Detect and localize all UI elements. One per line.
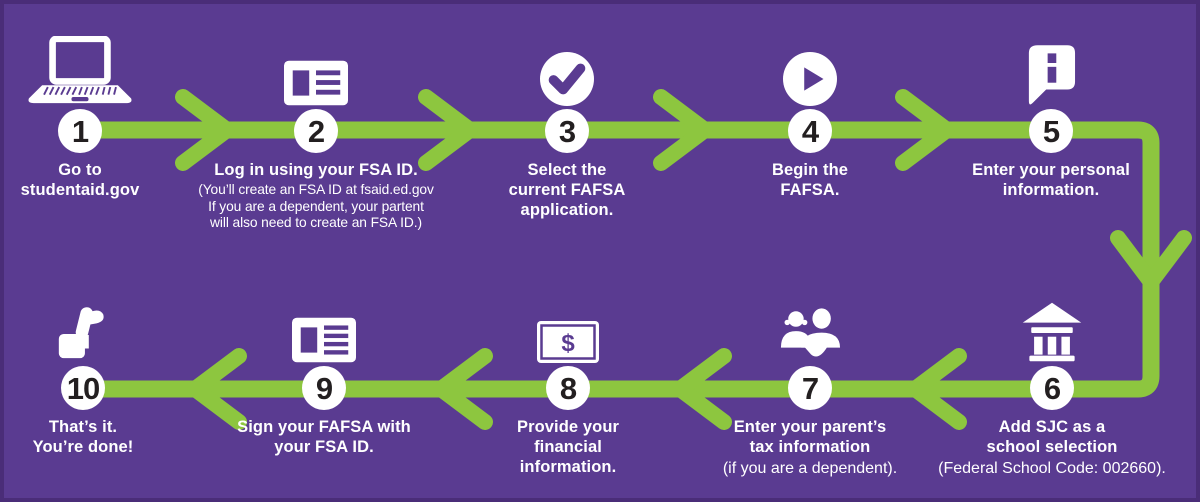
step-sublabel: (You’ll create an FSA ID at fsaid.ed.gov… — [198, 182, 434, 230]
arrow-chevron-left — [672, 348, 732, 430]
step-number: 10 — [61, 366, 105, 410]
step-9: 9 Sign your FAFSA with your FSA ID. — [184, 288, 464, 457]
flow-path — [80, 121, 1160, 398]
arrow-chevron-right — [895, 89, 955, 171]
step-1: 1 Go to studentaid.gov — [0, 26, 220, 200]
dollar-glyph: $ — [561, 330, 575, 357]
step-5: 5 Enter your personal information. — [911, 26, 1191, 200]
step-3: 3 Select the current FAFSA application. — [427, 26, 707, 220]
arrow-chevron-left — [907, 348, 967, 430]
arrow-chevron-left — [187, 348, 247, 430]
step-number: 5 — [1029, 109, 1073, 153]
step-label: Add SJC as a school selection — [986, 418, 1118, 456]
arrow-chevron-down — [1110, 230, 1192, 290]
info-bubble-icon — [1028, 45, 1076, 105]
laptop-icon — [28, 36, 132, 104]
step-number: 8 — [546, 366, 590, 410]
step-10: 10 That’s it. You’re done! — [0, 288, 223, 457]
step-number: 1 — [58, 109, 102, 153]
step-label: Select the current FAFSA application. — [508, 161, 626, 219]
arrow-chevron-right — [653, 89, 713, 171]
step-2: 2 Log in using your FSA ID. (You’ll crea… — [176, 26, 456, 232]
step-number: 7 — [788, 366, 832, 410]
arrow-chevron-right — [418, 89, 478, 171]
step-number: 3 — [545, 109, 589, 153]
arrow-chevron-right — [175, 89, 235, 171]
parents-icon — [780, 308, 841, 357]
step-number: 9 — [302, 366, 346, 410]
step-4: 4 Begin the FAFSA. — [670, 26, 950, 200]
step-number: 4 — [788, 109, 832, 153]
step-7: 7 Enter your parent’s tax information (i… — [670, 288, 950, 478]
step-6: 6 Add SJC as a school selection (Federal… — [912, 288, 1192, 478]
step-label: Go to studentaid.gov — [20, 161, 140, 199]
step-number: 2 — [294, 109, 338, 153]
arrow-chevron-left — [433, 348, 493, 430]
step-label: That’s it. You’re done! — [32, 418, 134, 456]
step-label: Sign your FAFSA with your FSA ID. — [237, 418, 411, 456]
step-8: $ 8 Provide your financial information. — [428, 288, 708, 477]
id-card-icon — [292, 317, 356, 363]
check-circle-icon — [540, 52, 594, 106]
thumbs-up-icon — [58, 307, 104, 359]
play-circle-icon — [783, 52, 837, 106]
dollar-bill-icon: $ — [537, 321, 599, 363]
step-number: 6 — [1030, 366, 1074, 410]
step-label: Provide your financial information. — [516, 418, 620, 476]
step-sublabel: (Federal School Code: 002660). — [938, 460, 1166, 477]
step-label: Begin the FAFSA. — [771, 161, 849, 199]
step-label: Log in using your FSA ID. — [214, 161, 418, 179]
school-building-icon — [1022, 302, 1082, 362]
step-label: Enter your personal information. — [972, 161, 1130, 199]
step-sublabel: (if you are a dependent). — [722, 460, 898, 477]
step-label: Enter your parent’s tax information — [733, 418, 887, 456]
id-card-icon — [284, 60, 348, 106]
